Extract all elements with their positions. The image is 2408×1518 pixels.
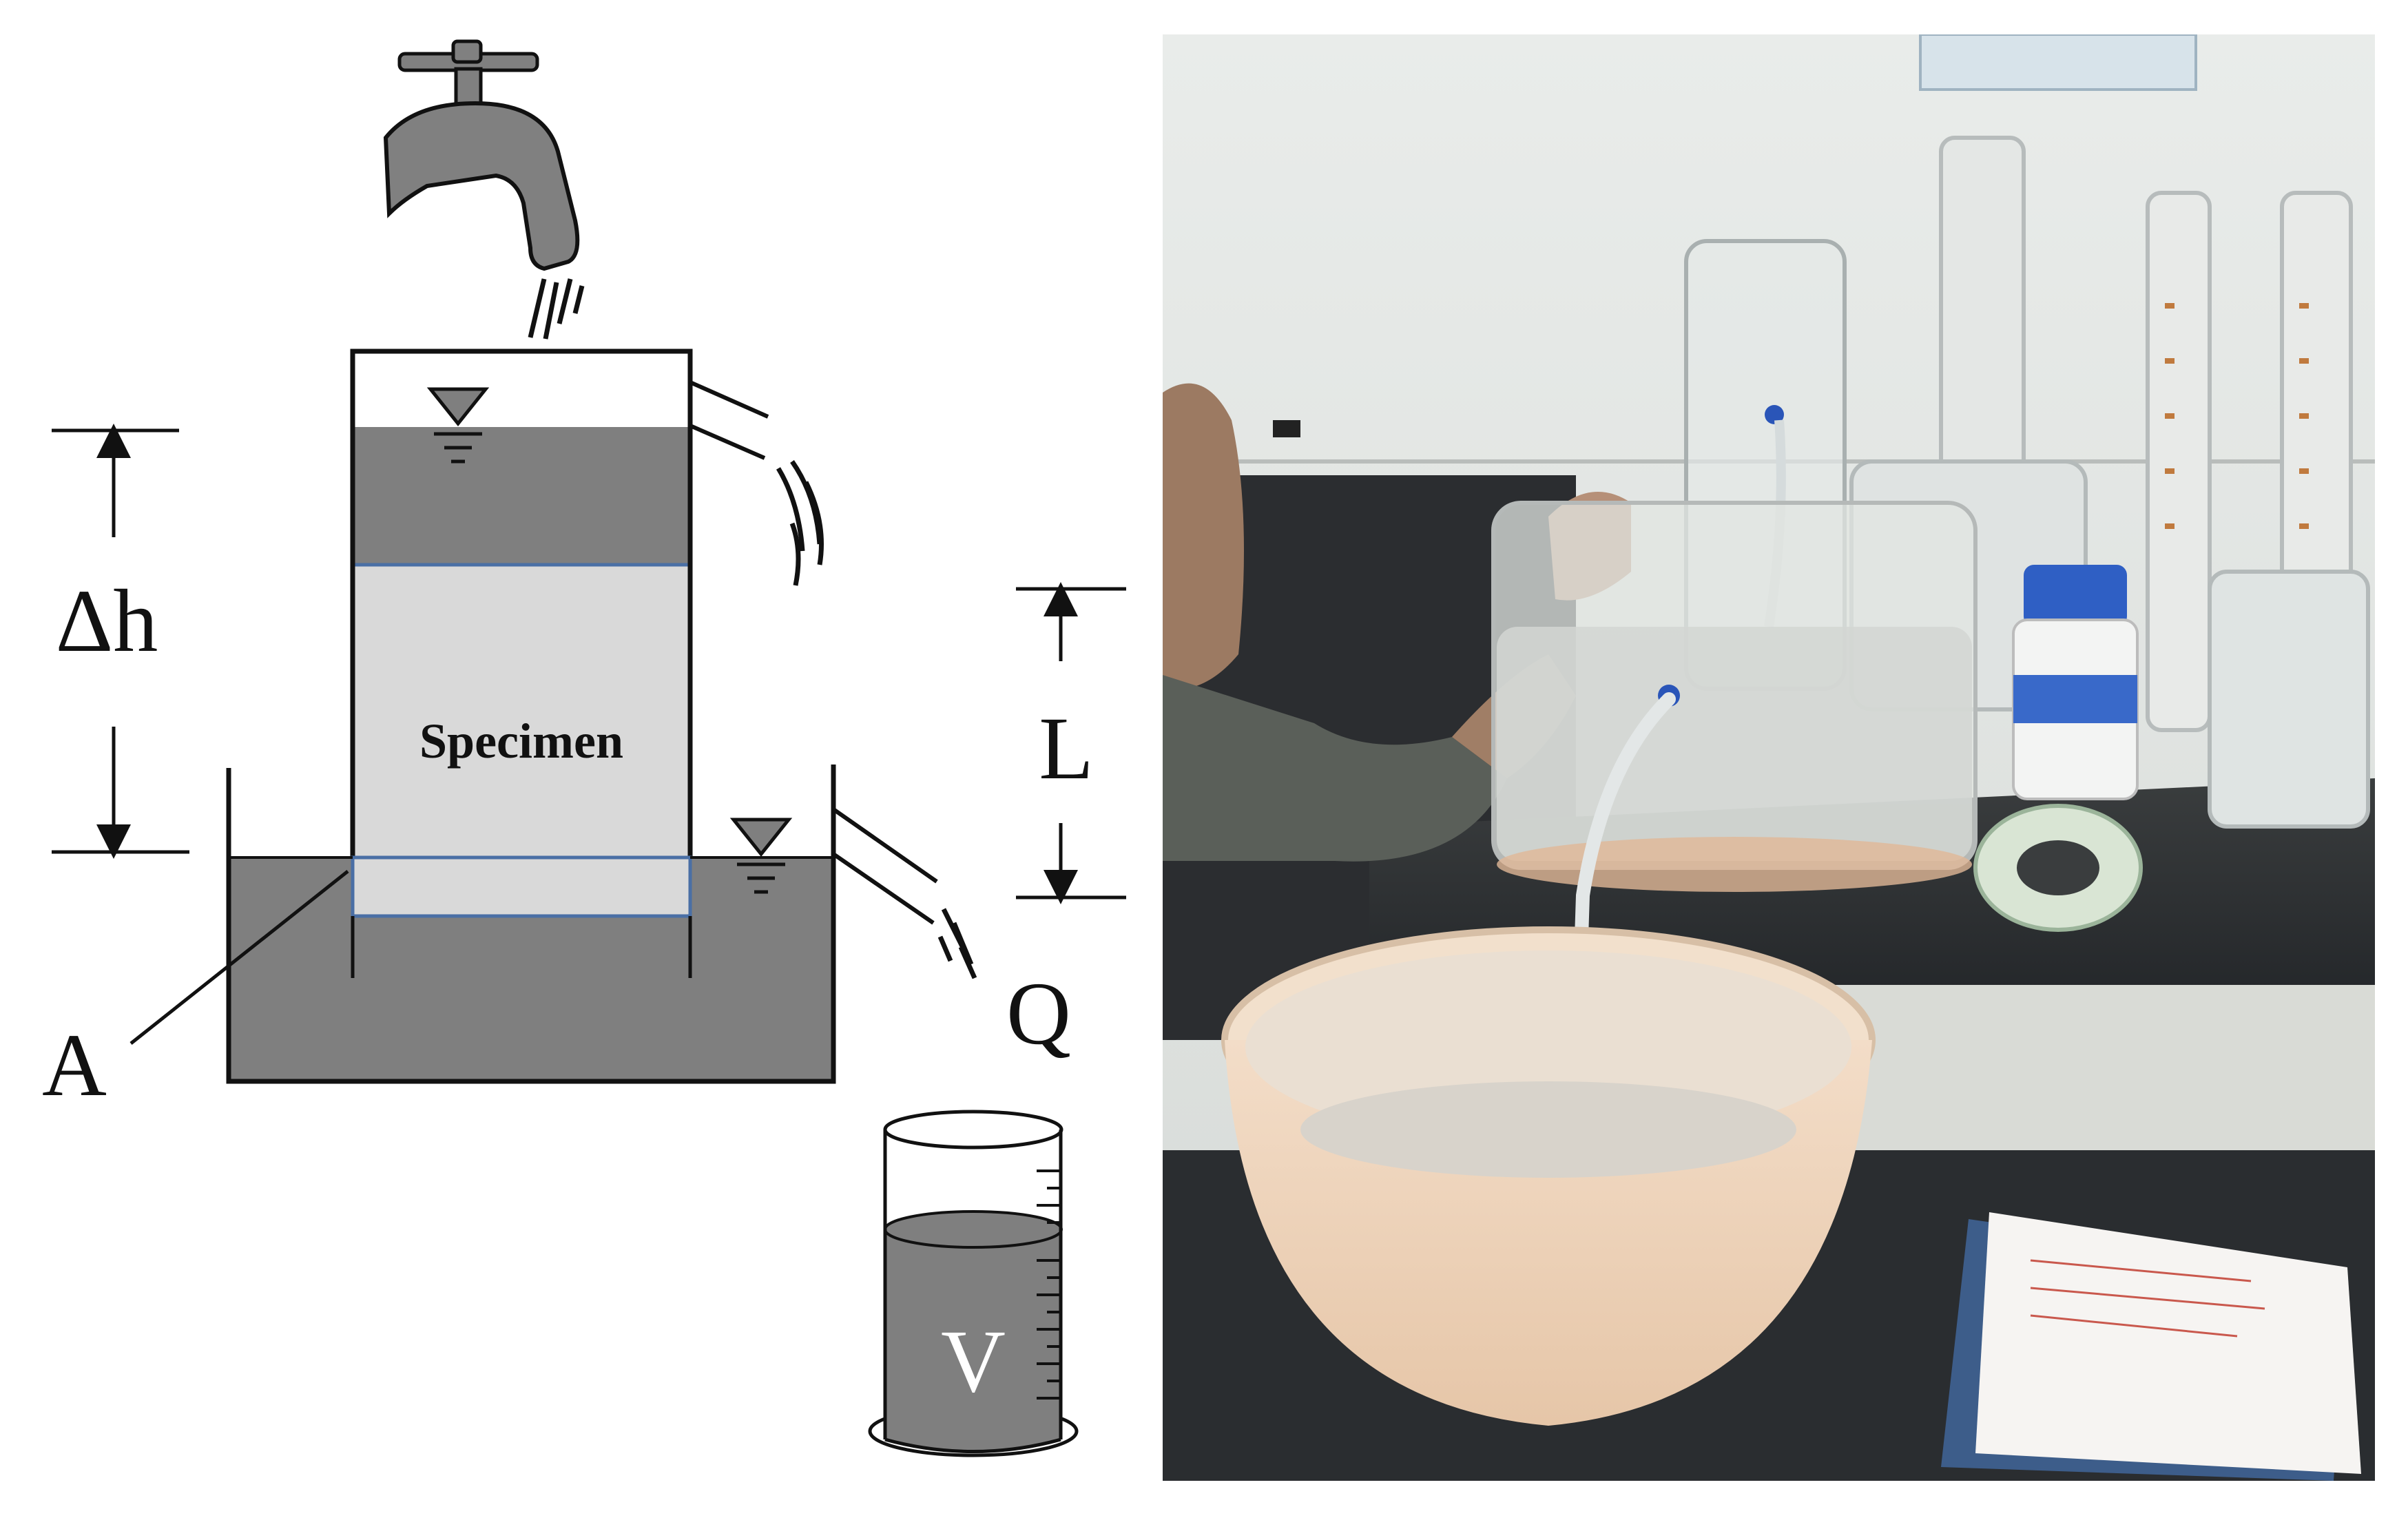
area-leader-line: [129, 870, 349, 1045]
area-label: A: [42, 1016, 107, 1115]
length-label: L: [1039, 699, 1093, 798]
wall-socket: [1273, 420, 1300, 437]
faucet-icon: [383, 39, 580, 271]
lab-setup-photo: [1163, 34, 2375, 1481]
outlet-water-stream: [1568, 692, 1676, 1157]
water-stream-icon: [528, 278, 585, 340]
notebook: [1941, 1212, 2361, 1481]
overflow-stream-icon: [776, 459, 824, 586]
reagent-bottle: [2012, 565, 2139, 800]
water-level-marker-lower: [729, 818, 793, 894]
specimen-label: Specimen: [419, 714, 623, 769]
volume-label: V: [941, 1312, 1006, 1411]
lower-reservoir: [226, 765, 938, 1084]
collection-basin: [1221, 926, 1876, 1426]
permeability-test-schematic: Specimen Δh L A Q: [42, 39, 1126, 1457]
tape-roll: [1973, 804, 2143, 932]
length-dimension: [1016, 582, 1126, 904]
graduated-cylinder-icon: [868, 1110, 1079, 1457]
wall-poster: [1919, 34, 2197, 91]
head-difference-dimension: [52, 424, 189, 859]
head-difference-label: Δh: [56, 572, 158, 671]
beaker-right: [2208, 570, 2370, 829]
outflow-stream-icon: [937, 908, 977, 979]
water-level-marker-upper: [426, 387, 490, 464]
upper-tank: [350, 349, 769, 918]
flow-label: Q: [1006, 964, 1071, 1063]
